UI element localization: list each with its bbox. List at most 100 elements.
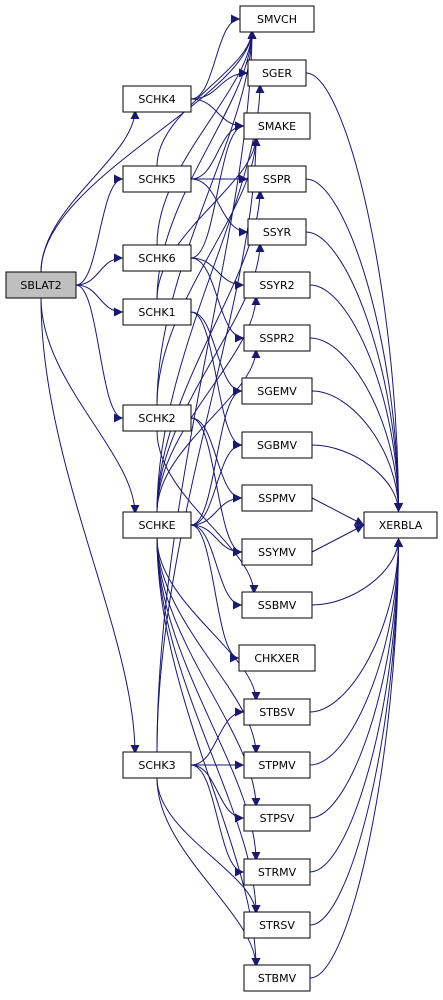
edge-schk6-to-ssyr2 [190,257,245,290]
node-stbmv[interactable]: STBMV [243,964,311,992]
node-stbsv[interactable]: STBSV [243,698,311,726]
node-box [122,404,192,432]
node-label: SGER [262,67,292,80]
edge-sgbmv-to-xerbla [311,444,403,513]
edge-schke-to-stpmv [156,537,261,755]
node-box [243,804,311,832]
node-sspr[interactable]: SSPR [247,165,307,193]
node-box [243,271,311,299]
node-box [122,85,192,113]
node-strmv[interactable]: STRMV [243,858,311,886]
node-box [241,591,313,619]
edge-schke-to-stbsv [156,537,261,702]
node-label: STRSV [259,919,295,932]
node-label: SGBMV [257,439,298,452]
node-box [239,5,315,33]
node-schk6[interactable]: SCHK6 [122,244,192,272]
edge-sblat2-to-schk6 [75,253,124,286]
node-label: SSYMV [258,546,296,559]
node-label: STBSV [259,706,295,719]
edge-schk6-to-sspr2 [190,257,245,343]
node-box [243,751,311,779]
edge-sblat2-to-smvch [40,29,257,273]
edge-stpmv-to-xerbla [309,537,403,766]
node-sspr2[interactable]: SSPR2 [243,324,311,352]
node-box [122,511,192,539]
node-sger[interactable]: SGER [247,59,307,87]
node-xerbla[interactable]: XERBLA [363,511,438,539]
edge-schk5-to-smvch [156,29,257,167]
node-box [241,484,313,512]
node-stpmv[interactable]: STPMV [243,751,311,779]
node-label: SSPMV [258,492,296,505]
edge-schk4-to-smake [190,98,245,131]
node-smvch[interactable]: SMVCH [239,5,315,33]
edge-sspr2-to-xerbla [309,337,403,513]
node-label: STPSV [260,812,295,825]
node-schk4[interactable]: SCHK4 [122,85,192,113]
node-box [247,165,307,193]
node-schk5[interactable]: SCHK5 [122,165,192,193]
node-label: SCHK6 [138,252,175,265]
node-ssyr2[interactable]: SSYR2 [243,271,311,299]
node-box [5,271,77,299]
node-label: STRMV [258,866,297,879]
node-label: SCHK2 [138,412,175,425]
edge-sblat2-to-schke [40,297,140,515]
edge-schke-to-sgbmv [190,440,243,526]
node-box [122,244,192,272]
edge-schk2-to-smvch [156,29,257,406]
node-box [122,751,192,779]
edge-schk6-to-smake [190,121,245,259]
node-box [243,112,311,140]
edge-ssyr2-to-xerbla [309,284,403,513]
edge-strsv-to-xerbla [309,537,403,926]
node-box [243,698,311,726]
edge-sspr-to-xerbla [305,178,403,513]
edge-schke-to-ssymv [190,524,243,557]
edge-schke-to-sgemv [190,386,243,526]
node-box [122,165,192,193]
edge-stbsv-to-xerbla [309,537,403,713]
node-sgbmv[interactable]: SGBMV [241,431,313,459]
node-label: SGEMV [257,385,297,398]
node-box [243,964,311,992]
node-schk1[interactable]: SCHK1 [122,298,192,326]
node-schk3[interactable]: SCHK3 [122,751,192,779]
edge-schke-to-ssbmv [190,524,243,610]
node-ssbmv[interactable]: SSBMV [241,591,313,619]
node-sspmv[interactable]: SSPMV [241,484,313,512]
node-ssyr[interactable]: SSYR [247,218,307,246]
node-box [247,218,307,246]
edge-ssymv-to-xerbla [311,524,365,553]
edge-strmv-to-xerbla [309,537,403,873]
node-smake[interactable]: SMAKE [243,112,311,140]
node-box [363,511,438,539]
node-sgemv[interactable]: SGEMV [241,377,313,405]
node-schk2[interactable]: SCHK2 [122,404,192,432]
node-label: SSYR [263,226,292,239]
node-label: SCHKE [138,519,175,532]
edge-sblat2-to-schk3 [40,297,140,755]
node-schke[interactable]: SCHKE [122,511,192,539]
node-ssymv[interactable]: SSYMV [241,538,313,566]
node-strsv[interactable]: STRSV [243,911,311,939]
node-stpsv[interactable]: STPSV [243,804,311,832]
node-label: SCHK1 [138,306,175,319]
node-label: SMAKE [258,120,296,133]
node-box [241,431,313,459]
edge-schke-to-sspr2 [156,348,261,513]
node-label: SSPR [263,173,292,186]
node-box [241,538,313,566]
edge-schke-to-sspmv [190,493,243,526]
edge-schk4-to-sger [190,68,249,100]
edge-stbmv-to-xerbla [309,537,403,979]
edge-sblat2-to-schk5 [75,174,124,286]
node-sblat2[interactable]: SBLAT2 [5,271,77,299]
node-label: XERBLA [379,519,423,532]
node-label: SCHK4 [138,93,175,106]
node-chkxer[interactable]: CHKXER [238,644,316,672]
edge-ssbmv-to-xerbla [311,537,403,606]
node-label: SSYR2 [259,279,294,292]
